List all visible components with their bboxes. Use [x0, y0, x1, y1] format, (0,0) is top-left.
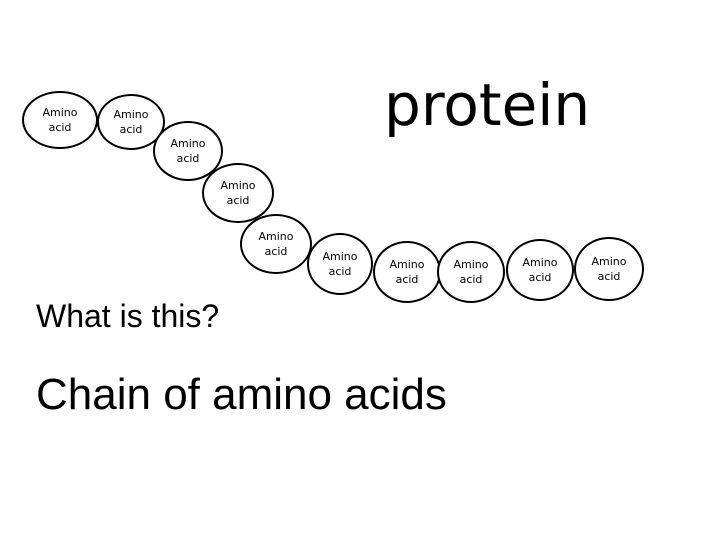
amino-acid-circle: Amino acid	[153, 121, 223, 181]
amino-acid-label: acid	[119, 123, 143, 136]
question-text: What is this?	[36, 298, 220, 334]
amino-acid-label: Amino	[258, 230, 294, 243]
amino-acid-label: acid	[459, 273, 483, 286]
amino-acid-label: acid	[226, 194, 250, 207]
amino-acid-circle: Amino acid	[506, 239, 574, 301]
amino-acid-circle: Amino acid	[202, 163, 274, 223]
amino-acid-circle: Amino acid	[373, 241, 441, 303]
amino-acid-label: acid	[328, 265, 352, 278]
amino-acid-label: Amino	[170, 137, 206, 150]
amino-acid-circle: Amino acid	[97, 94, 165, 150]
amino-acid-label: Amino	[322, 250, 358, 263]
amino-acid-label: Amino	[389, 258, 425, 271]
amino-acid-label: Amino	[220, 179, 256, 192]
amino-acid-label: Amino	[42, 106, 78, 119]
amino-acid-circle: Amino acid	[437, 241, 505, 303]
amino-acid-label: Amino	[453, 258, 489, 271]
amino-acid-label: Amino	[522, 256, 558, 269]
amino-acid-circle: Amino acid	[307, 233, 373, 295]
amino-acid-circle: Amino acid	[22, 91, 98, 149]
amino-acid-circle: Amino acid	[240, 214, 312, 274]
amino-acid-label: acid	[395, 273, 419, 286]
amino-acid-label: Amino	[113, 108, 149, 121]
amino-acid-label: Amino	[591, 255, 627, 268]
amino-acid-circle: Amino acid	[574, 237, 644, 301]
amino-acid-label: acid	[597, 270, 621, 283]
amino-acid-label: acid	[48, 121, 72, 134]
answer-text: Chain of amino acids	[36, 370, 447, 419]
amino-acid-label: acid	[176, 152, 200, 165]
diagram-title: protein	[384, 71, 591, 139]
amino-acid-label: acid	[528, 271, 552, 284]
amino-acid-label: acid	[264, 245, 288, 258]
